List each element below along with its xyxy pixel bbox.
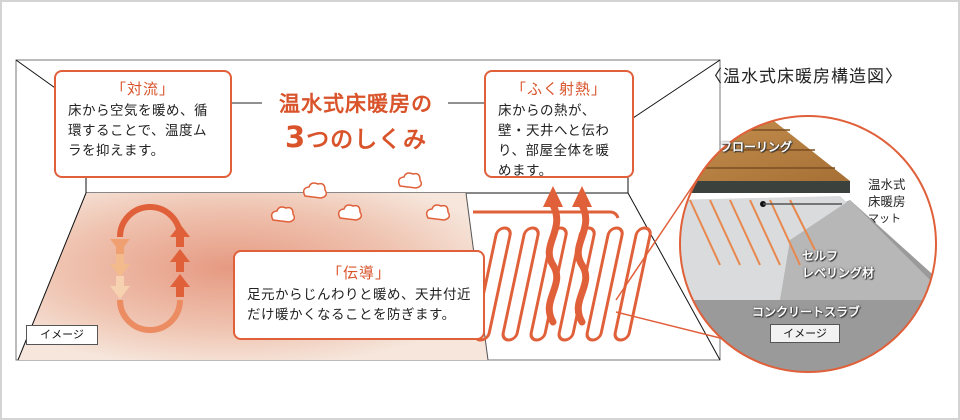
layer-slab-label: コンクリートスラブ: [752, 305, 861, 319]
title-line1: 温水式床暖房の: [279, 92, 433, 116]
steam-icon: [270, 172, 451, 223]
magnify-circle: [679, 115, 937, 373]
layer-leveling-label: セルフ レベリング材: [802, 249, 875, 280]
callout-convection: 「対流」 床から空気を暖め、循環することで、温度ムラを抑えます。: [54, 70, 232, 178]
callout-radiation: 「ふく射熱」 床からの熱が、壁・天井へと伝わり、部屋全体を暖めます。: [484, 70, 634, 179]
image-tag-structure: イメージ: [770, 324, 840, 343]
cross-section-illustration: [680, 116, 936, 372]
layer-flooring-label: フローリング: [720, 140, 793, 154]
image-tag-left: イメージ: [26, 325, 98, 345]
callout-text: 足元からじんわりと暖め、天井付近だけ暖かくなることを防ぎます。: [247, 287, 471, 323]
callout-text: 床から空気を暖め、循環することで、温度ムラを抑えます。: [68, 103, 208, 159]
callout-title: 「伝導」: [326, 264, 391, 282]
radiation-arrow-icon: [545, 201, 590, 326]
structure-title: 〈温水式床暖房構造図〉: [705, 67, 903, 87]
main-title: 温水式床暖房の 3つのしくみ: [266, 88, 446, 154]
callout-conduction: 「伝導」 足元からじんわりと暖め、天井付近だけ暖かくなることを防ぎます。: [233, 250, 485, 340]
heating-pipe-icon: [473, 210, 652, 342]
title-line2: 3つのしくみ: [284, 120, 428, 154]
callout-title: 「対流」: [110, 80, 175, 98]
callout-text: 床からの熱が、壁・天井へと伝わり、部屋全体を暖めます。: [498, 103, 610, 179]
layer-mat-label: 温水式 床暖房 マット: [868, 177, 906, 225]
callout-title: 「ふく射熱」: [510, 80, 607, 98]
convection-arrow-icon: [110, 204, 190, 333]
